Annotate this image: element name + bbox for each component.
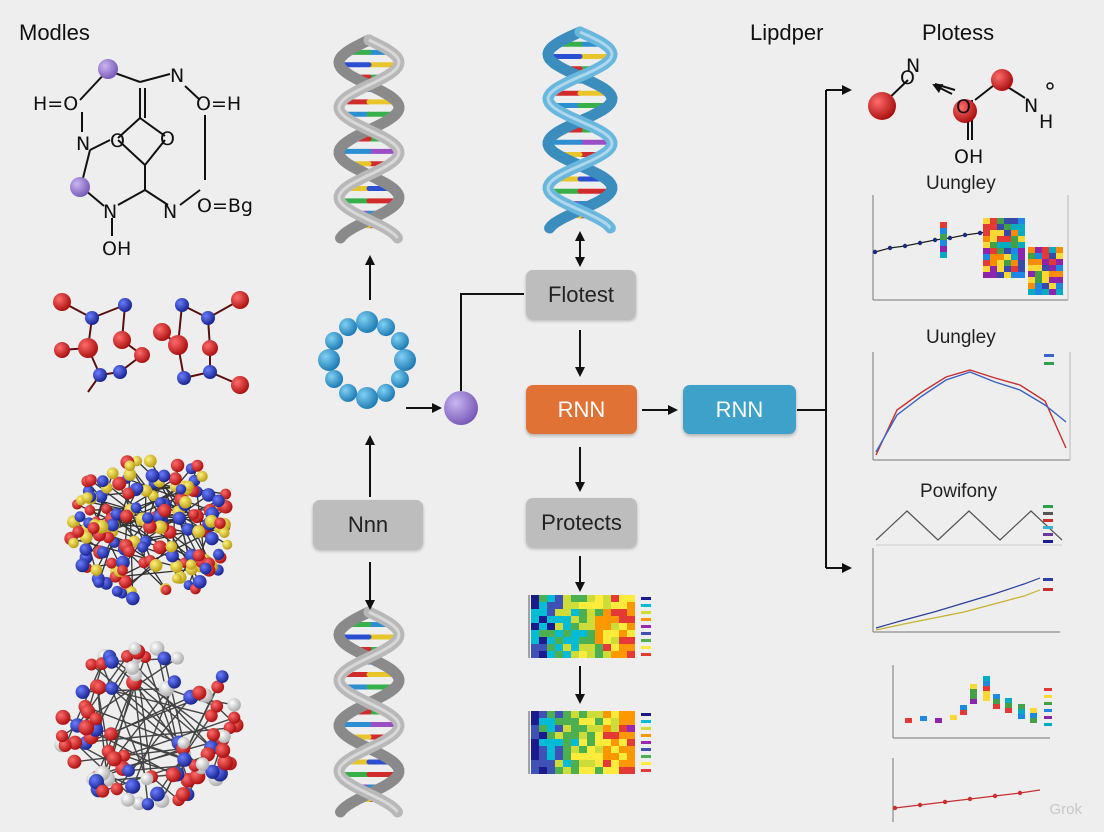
junction-node [444, 391, 478, 425]
atom-label: N [163, 201, 177, 223]
atom-label: O [160, 128, 175, 150]
atom-label: O [110, 130, 125, 152]
mini-chart-5 [893, 758, 1040, 822]
mini-chart-3 [873, 505, 1062, 632]
molecule-ring [318, 311, 416, 409]
heatmap-1 [529, 595, 651, 658]
chemical-structure-1 [80, 70, 205, 236]
dna-helix-blue [548, 32, 612, 228]
flotest-box[interactable]: Flotest [526, 270, 636, 319]
mini-chart-2 [873, 352, 1070, 460]
rnn-orange-box[interactable]: RNN [526, 385, 637, 434]
nnn-box[interactable]: Nnn [313, 500, 423, 549]
watermark: Grok [1049, 801, 1082, 818]
atom-label: H=O [33, 93, 78, 115]
atom-label: OH [954, 146, 983, 168]
atom-label: N [1024, 95, 1038, 117]
dna-helix-top [339, 40, 399, 238]
atom-label: O=Bg [197, 195, 253, 217]
atom-label: H [1039, 111, 1053, 133]
protects-box[interactable]: Protects [526, 498, 637, 547]
atom-label: N [170, 65, 184, 87]
heatmap-2 [529, 711, 651, 774]
chart-title-3: Powifony [920, 481, 997, 503]
atom-label: N [76, 133, 90, 155]
molecule-cubes [53, 291, 249, 394]
chart-title-1: Uungley [926, 173, 996, 195]
mini-chart-4 [893, 665, 1052, 738]
atom-label: O=H [196, 93, 241, 115]
protein-cluster [64, 455, 232, 606]
rnn-blue-box[interactable]: RNN [683, 385, 796, 434]
atom-label: N [103, 201, 117, 223]
mini-chart-1 [873, 195, 1068, 300]
molecule-cluster-white [54, 641, 243, 810]
atom-label: O [900, 67, 915, 89]
atom-label: OH [102, 238, 131, 260]
chart-title-2: Uungley [926, 327, 996, 349]
dna-helix-bottom [339, 612, 399, 812]
atom-label: O [956, 96, 971, 118]
